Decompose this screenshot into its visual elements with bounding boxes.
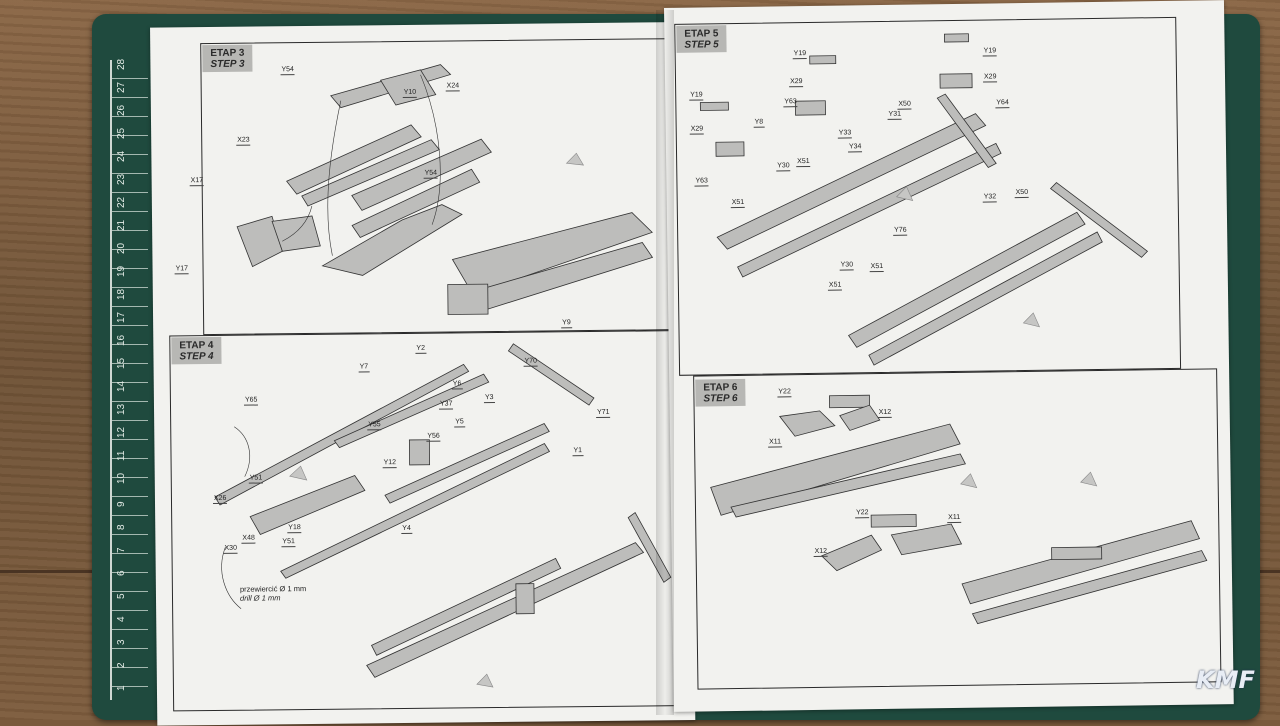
ruler-number: 7 — [116, 547, 127, 553]
part-label: Y34 — [847, 143, 863, 153]
ruler-number: 1 — [116, 685, 127, 691]
ruler-number: 3 — [116, 639, 127, 645]
ruler-number: 21 — [116, 219, 127, 231]
ruler-number: 5 — [116, 593, 127, 599]
part-label: X23 — [236, 136, 251, 146]
part-label: Y19 — [982, 47, 998, 57]
part-label: Y31 — [887, 110, 903, 120]
part-label: Y10 — [402, 88, 418, 98]
part-label: X29 — [982, 73, 998, 83]
part-label: X12 — [813, 547, 829, 557]
part-label: Y63 — [694, 177, 709, 187]
part-label: Y54 — [280, 66, 296, 76]
part-label: Y76 — [893, 226, 908, 236]
part-label: Y2 — [415, 344, 427, 354]
part-label: Y18 — [287, 524, 302, 534]
watermark-text: KMF — [1196, 666, 1255, 694]
part-label: Y64 — [995, 99, 1010, 109]
ruler-number: 28 — [116, 58, 127, 70]
part-label: Y54 — [423, 169, 439, 179]
part-label: Y33 — [837, 129, 853, 139]
part-label: X29 — [788, 78, 804, 88]
step3-drawing — [236, 64, 654, 315]
drill-note-en: drill Ø 1 mm — [239, 593, 281, 603]
ruler-number: 14 — [116, 380, 127, 392]
ruler-number: 23 — [116, 173, 127, 185]
part-label: Y32 — [982, 193, 998, 203]
part-label: Y55 — [367, 421, 382, 431]
watermark-logo: KMF — [1196, 666, 1266, 714]
part-label: X12 — [877, 408, 893, 419]
step5-drawing — [699, 33, 1149, 366]
part-label: X11 — [768, 438, 783, 448]
part-label: X29 — [689, 125, 705, 135]
ruler-number: 12 — [116, 426, 127, 438]
part-label: Y51 — [281, 538, 296, 548]
part-label: X51 — [869, 262, 885, 273]
part-label: Y1 — [572, 447, 584, 457]
part-label: Y70 — [523, 357, 539, 367]
part-label: Y63 — [783, 98, 798, 108]
part-label: Y4 — [401, 524, 412, 535]
ruler-number: 10 — [116, 472, 127, 484]
part-label: X17 — [189, 177, 205, 187]
step6-drawing — [710, 394, 1208, 625]
part-label: Y22 — [855, 509, 870, 519]
instruction-page-left: ETAP 3 STEP 3 Y54 X23 Y10 X24 X17 Y54 Y1… — [150, 22, 696, 726]
part-label: X48 — [241, 534, 256, 544]
ruler-number: 6 — [116, 570, 127, 576]
ruler-number: 8 — [116, 524, 127, 530]
part-label: Y5 — [454, 418, 465, 428]
part-label: Y30 — [839, 261, 855, 271]
ruler-number: 26 — [116, 104, 127, 116]
ruler-number: 11 — [116, 450, 127, 461]
part-label: Y9 — [561, 319, 572, 329]
ruler-number: 2 — [116, 662, 127, 668]
part-label: Y22 — [777, 388, 792, 398]
part-label: X50 — [1014, 188, 1030, 199]
part-label: Y56 — [426, 432, 441, 442]
ruler-number: 20 — [116, 242, 127, 254]
part-label: Y12 — [382, 459, 398, 469]
part-label: X51 — [730, 198, 746, 209]
part-label: Y30 — [776, 162, 791, 172]
part-label: X51 — [827, 281, 843, 291]
ruler-number: 15 — [116, 357, 127, 369]
part-label: Y8 — [753, 118, 765, 128]
ruler-number: 22 — [116, 196, 127, 208]
ruler-number: 25 — [116, 127, 127, 139]
part-label: X11 — [947, 513, 962, 524]
ruler-number: 9 — [116, 501, 127, 507]
drill-note-pl: przewiercić Ø 1 mm — [239, 584, 307, 594]
part-label: Y6 — [451, 380, 463, 390]
part-label: X26 — [212, 494, 228, 505]
ruler-number: 24 — [116, 150, 127, 162]
drill-note: przewiercić Ø 1 mm drill Ø 1 mm — [240, 584, 306, 603]
instruction-page-right: ETAP 5 STEP 5 Y19 Y19 X29 X29 Y19 Y63 Y6… — [664, 0, 1234, 712]
ruler-number: 18 — [116, 288, 127, 300]
ruler-number: 17 — [116, 311, 127, 323]
part-label: Y71 — [596, 408, 611, 418]
step4-drawing — [214, 343, 672, 688]
ruler-number: 13 — [116, 403, 127, 415]
ruler-number: 16 — [116, 334, 127, 346]
part-label: Y17 — [174, 265, 190, 275]
part-label: Y65 — [243, 396, 259, 406]
part-label: Y37 — [438, 400, 454, 410]
part-label: Y3 — [483, 394, 495, 404]
ruler-number: 19 — [116, 265, 127, 277]
part-label: X24 — [445, 82, 461, 92]
part-label: X51 — [796, 157, 811, 168]
part-label: Y19 — [689, 91, 704, 101]
part-label: X30 — [223, 544, 239, 554]
part-label: Y51 — [248, 474, 264, 484]
ruler-number: 4 — [116, 616, 127, 622]
ruler-number: 27 — [116, 81, 127, 93]
part-label: Y7 — [358, 363, 370, 373]
part-label: Y19 — [792, 50, 808, 60]
book-gutter — [656, 10, 674, 715]
part-label: X50 — [897, 100, 912, 110]
